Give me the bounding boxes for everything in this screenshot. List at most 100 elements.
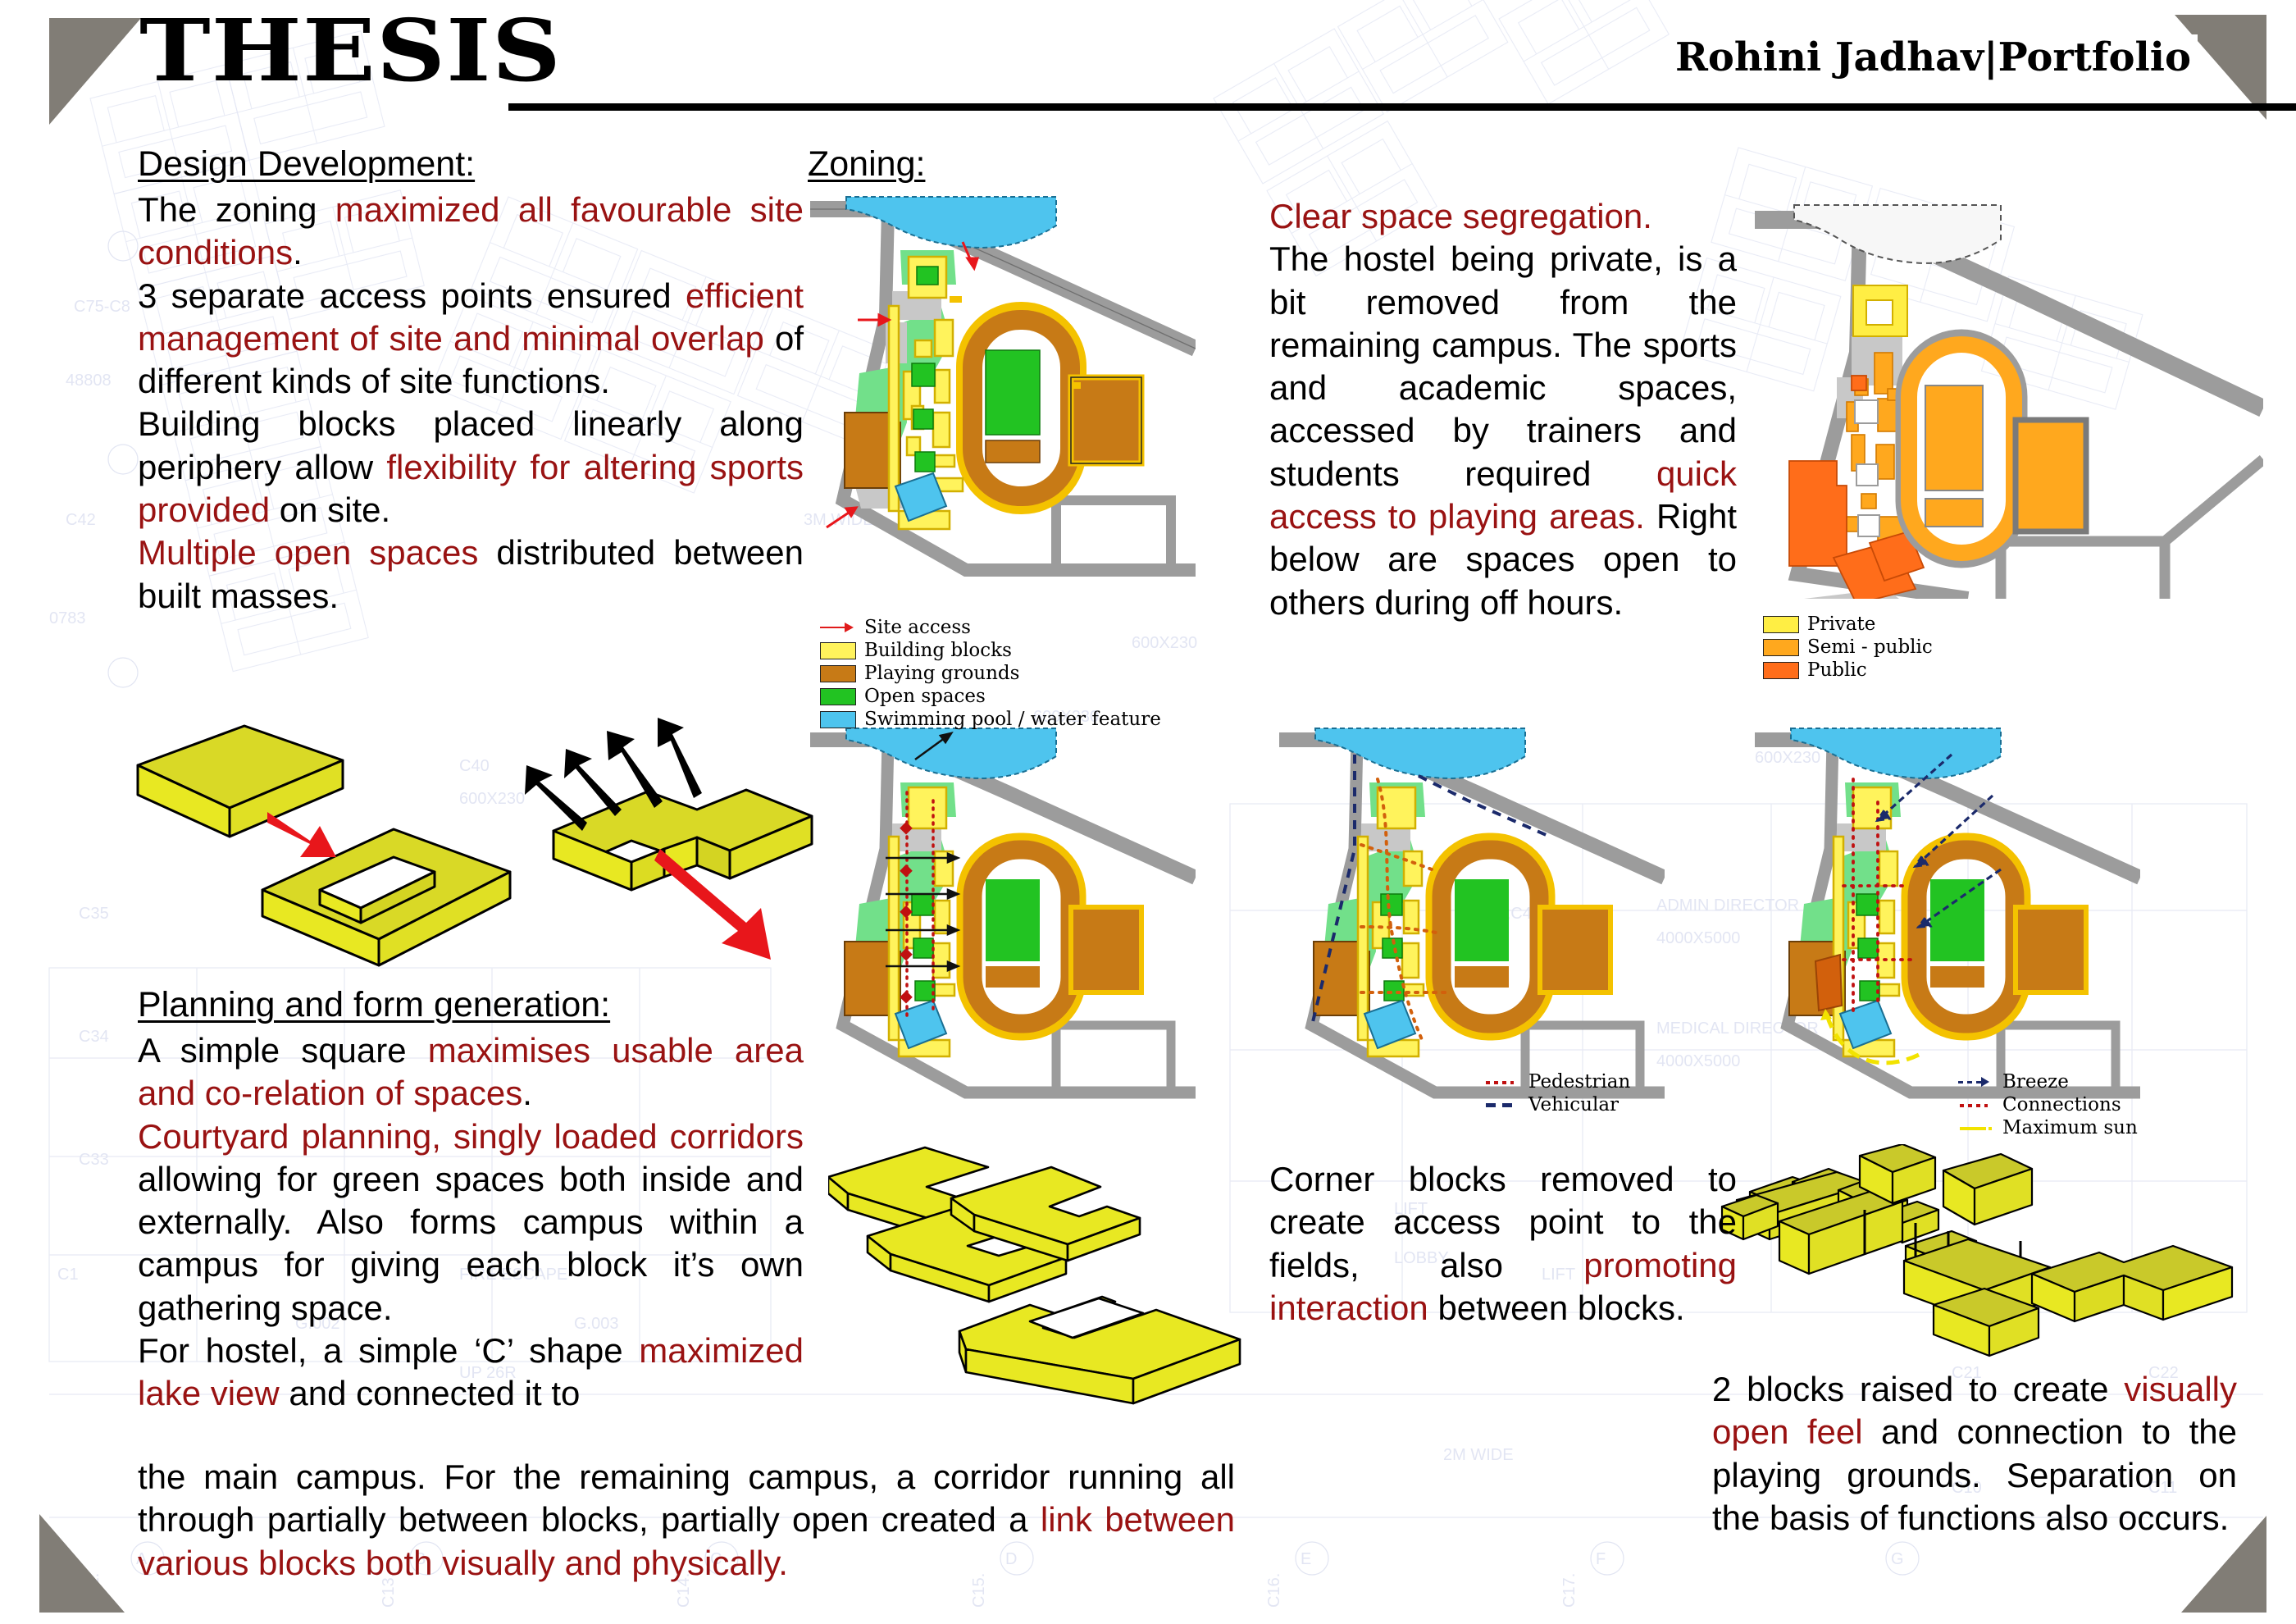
body-text: 3 separate access points ensured bbox=[138, 276, 686, 315]
author-byline: Rohini Jadhav|Portfolio bbox=[1668, 34, 2198, 80]
svg-text:C17.: C17. bbox=[1560, 1573, 1578, 1608]
design-development-heading: Design Development: bbox=[138, 144, 476, 184]
site-plan-breeze-connections bbox=[810, 728, 1196, 1099]
corner-blocks-paragraph: Corner blocks removed to create access p… bbox=[1269, 1158, 1737, 1330]
legend-label: Vehicular bbox=[1528, 1093, 1620, 1115]
site-plan-privacy-zoning bbox=[1755, 204, 2263, 599]
raised-blocks-paragraph: 2 blocks raised to create visually open … bbox=[1712, 1368, 2237, 1540]
swatch-open-spaces bbox=[820, 687, 856, 705]
vehicular-dashed-icon bbox=[1484, 1097, 1520, 1114]
site-plan-circulation bbox=[1279, 728, 1665, 1099]
legend-label: Playing grounds bbox=[864, 662, 1020, 684]
svg-text:48808: 48808 bbox=[66, 372, 112, 390]
highlight-text: promoting interaction bbox=[1269, 1245, 1737, 1327]
breeze-arrow-icon bbox=[1958, 1074, 1994, 1091]
svg-text:C16.: C16. bbox=[1265, 1573, 1283, 1608]
swatch-building-blocks bbox=[820, 641, 856, 659]
planning-form-generation-paragraph: A simple square maximises usable area an… bbox=[138, 1029, 804, 1416]
highlight-text: Courtyard planning, singly loaded corrid… bbox=[138, 1116, 804, 1156]
body-text: the main campus. For the remaining campu… bbox=[138, 1457, 1235, 1540]
legend-item: Pedestrian bbox=[1484, 1071, 1730, 1093]
svg-text:F: F bbox=[1596, 1550, 1606, 1568]
highlight-text: maximises usable area and co-relation of… bbox=[138, 1031, 804, 1113]
legend-item: Private bbox=[1763, 614, 2042, 635]
legend-item: Connections bbox=[1958, 1094, 2229, 1115]
circulation-legend: Pedestrian Vehicular bbox=[1484, 1071, 1730, 1117]
svg-text:E: E bbox=[1301, 1550, 1311, 1568]
legend-item: Building blocks bbox=[820, 640, 1099, 661]
highlight-text: link between various blocks both visuall… bbox=[138, 1500, 1235, 1582]
highlight-text: Clear space segregation. bbox=[1269, 197, 1652, 235]
svg-text:C1: C1 bbox=[57, 1266, 79, 1284]
swatch-semi-public bbox=[1763, 638, 1799, 656]
legend-item: Swimming pool / water feature bbox=[820, 709, 1161, 730]
svg-text:C34: C34 bbox=[79, 1028, 109, 1046]
swatch-water-feature bbox=[820, 710, 856, 728]
svg-text:C33: C33 bbox=[79, 1151, 109, 1169]
privacy-zoning-legend: Private Semi - public Public bbox=[1763, 614, 2042, 682]
body-text: between blocks. bbox=[1428, 1288, 1685, 1327]
body-text: 2 blocks raised to create bbox=[1712, 1370, 2125, 1408]
legend-label: Public bbox=[1807, 659, 1867, 681]
zoning-heading: Zoning: bbox=[808, 144, 926, 184]
svg-text:4000X5000: 4000X5000 bbox=[1656, 929, 1740, 947]
body-text: on site. bbox=[270, 490, 391, 529]
svg-text:C42: C42 bbox=[66, 511, 96, 529]
legend-item: Open spaces bbox=[820, 686, 1099, 707]
corner-triangle-bottom-right bbox=[2181, 1516, 2266, 1613]
legend-label: Building blocks bbox=[864, 639, 1012, 661]
highlight-text: visually open feel bbox=[1712, 1370, 2237, 1452]
site-plan-climate bbox=[1755, 728, 2140, 1099]
legend-label: Connections bbox=[2002, 1093, 2121, 1115]
design-development-paragraph: The zoning maximized all favourable site… bbox=[138, 189, 804, 618]
legend-item: Playing grounds bbox=[820, 663, 1099, 684]
corridor-link-paragraph: the main campus. For the remaining campu… bbox=[138, 1456, 1235, 1585]
svg-text:4000X5000: 4000X5000 bbox=[1656, 1052, 1740, 1070]
swatch-playing-grounds bbox=[820, 664, 856, 682]
highlight-text: quick access to playing areas. bbox=[1269, 454, 1737, 536]
legend-item: Breeze bbox=[1958, 1071, 2229, 1093]
site-plan-zoning bbox=[810, 196, 1196, 577]
courtyard-massing-diagram bbox=[828, 1146, 1241, 1405]
body-text: For hostel, a simple ‘C’ shape bbox=[138, 1330, 640, 1370]
body-text: The hostel being private, is a bit remov… bbox=[1269, 239, 1737, 493]
legend-label: Maximum sun bbox=[2002, 1116, 2138, 1138]
svg-text:0783: 0783 bbox=[49, 609, 86, 627]
swatch-private bbox=[1763, 615, 1799, 633]
legend-label: Pedestrian bbox=[1528, 1070, 1631, 1093]
legend-item: Vehicular bbox=[1484, 1094, 1730, 1115]
body-text: . bbox=[522, 1074, 532, 1113]
body-text: allowing for green spaces both inside an… bbox=[138, 1159, 804, 1327]
legend-item: Maximum sun bbox=[1958, 1117, 2229, 1138]
maximum-sun-line-icon bbox=[1958, 1120, 1994, 1137]
legend-item: Site access bbox=[820, 617, 1099, 638]
header-rule bbox=[508, 103, 2296, 111]
raised-blocks-massing-diagram bbox=[1720, 1144, 2234, 1357]
swatch-public bbox=[1763, 661, 1799, 679]
svg-text:600X230: 600X230 bbox=[1132, 634, 1197, 652]
svg-text:2M WIDE: 2M WIDE bbox=[1443, 1446, 1514, 1464]
legend-item: Public bbox=[1763, 659, 2042, 681]
legend-item: Semi - public bbox=[1763, 636, 2042, 658]
planning-form-generation-heading: Planning and form generation: bbox=[138, 985, 611, 1024]
body-text: A simple square bbox=[138, 1031, 428, 1070]
zoning-legend: Site access Building blocks Playing grou… bbox=[820, 617, 1161, 732]
connections-dotted-icon bbox=[1958, 1097, 1994, 1114]
body-text: . bbox=[293, 233, 303, 272]
climate-legend: Breeze Connections Maximum sun bbox=[1958, 1071, 2229, 1140]
svg-text:C75-C8: C75-C8 bbox=[74, 298, 130, 316]
corner-triangle-bottom-left bbox=[39, 1514, 125, 1613]
page-header: THESIS Rohini Jadhav|Portfolio bbox=[0, 0, 2296, 131]
site-access-arrow-icon bbox=[820, 619, 856, 636]
highlight-text: maximized lake view bbox=[138, 1330, 804, 1413]
form-generation-massing-diagram bbox=[136, 718, 813, 967]
legend-label: Breeze bbox=[2002, 1070, 2069, 1093]
clear-space-segregation-paragraph: Clear space segregation. The hostel being… bbox=[1269, 195, 1737, 624]
body-text: and connected it to bbox=[279, 1374, 581, 1413]
body-text: The zoning bbox=[138, 190, 335, 229]
svg-text:C35: C35 bbox=[79, 905, 109, 923]
legend-label: Swimming pool / water feature bbox=[864, 708, 1161, 730]
body-text: and connection to the playing grounds. S… bbox=[1712, 1412, 2237, 1537]
page-title: THESIS bbox=[139, 0, 562, 101]
svg-text:G: G bbox=[1891, 1550, 1904, 1568]
